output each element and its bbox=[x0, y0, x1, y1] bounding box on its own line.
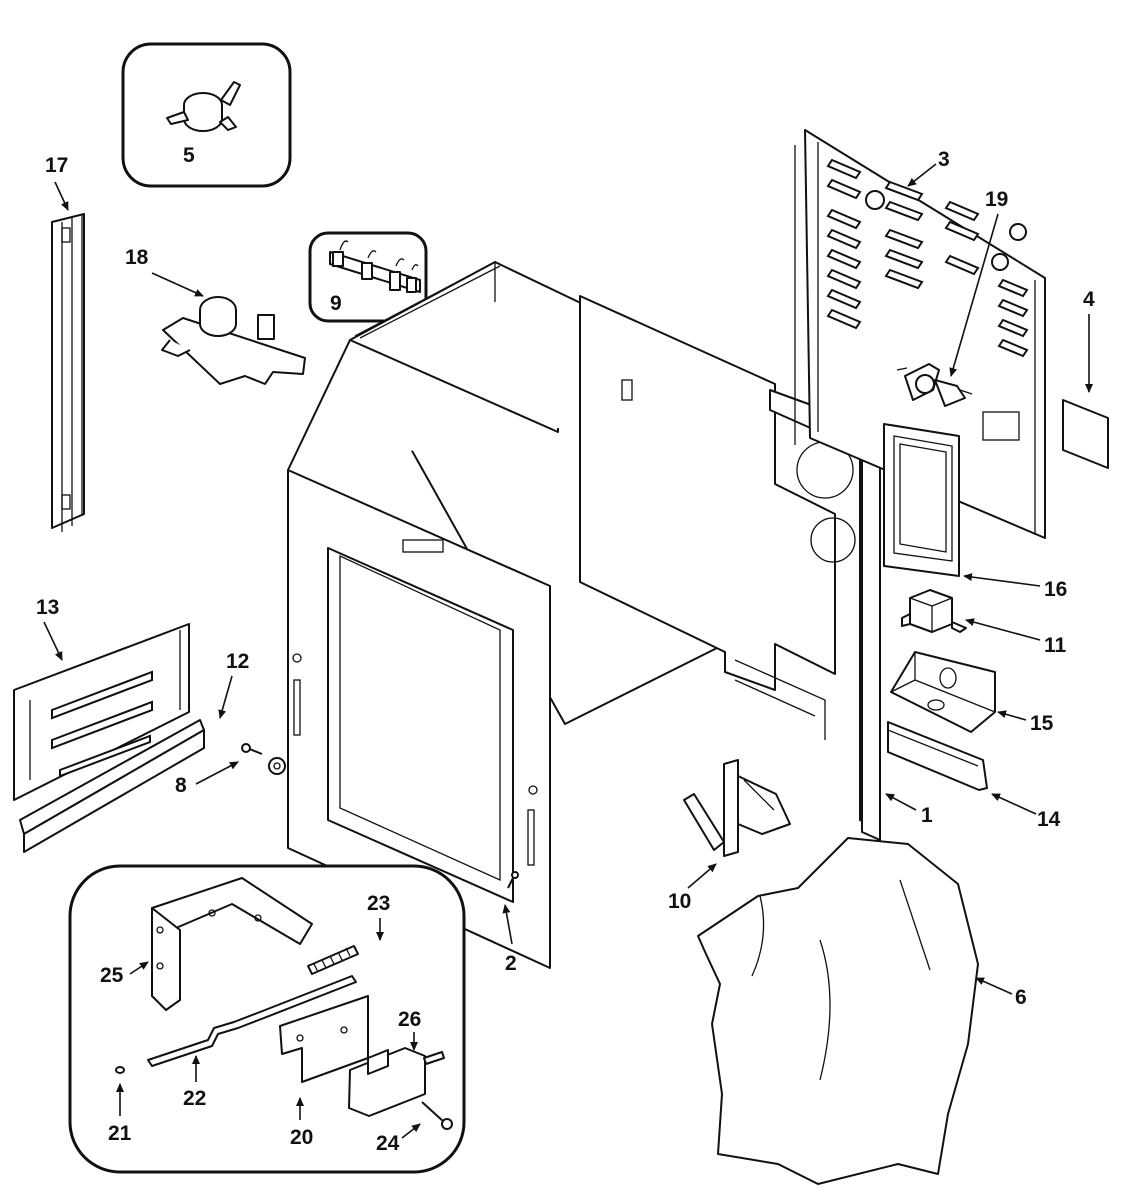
label-2: 2 bbox=[505, 952, 517, 975]
label-4: 4 bbox=[1083, 288, 1095, 311]
mounting-bracket-part[interactable] bbox=[890, 651, 996, 733]
arrow-2 bbox=[502, 904, 513, 945]
label-25: 25 bbox=[100, 964, 124, 987]
label-10: 10 bbox=[668, 890, 691, 913]
label-6: 6 bbox=[1015, 986, 1027, 1009]
screw-part-24[interactable] bbox=[421, 1101, 453, 1130]
arrow-10 bbox=[687, 863, 717, 889]
bracket-part-25[interactable] bbox=[151, 877, 313, 1011]
label-5: 5 bbox=[183, 144, 195, 167]
arrow-24 bbox=[401, 1123, 421, 1139]
rear-panel-part[interactable] bbox=[794, 129, 1046, 539]
label-15: 15 bbox=[1030, 712, 1054, 735]
rod-part-22[interactable] bbox=[147, 975, 357, 1067]
label-8: 8 bbox=[175, 774, 187, 797]
nut-part-7[interactable] bbox=[268, 757, 286, 775]
label-24: 24 bbox=[376, 1132, 400, 1155]
arrow-8 bbox=[195, 761, 239, 785]
vent-slots bbox=[826, 158, 1029, 358]
arrow-1 bbox=[885, 793, 917, 811]
label-18: 18 bbox=[125, 246, 149, 269]
oven-cavity-part[interactable] bbox=[287, 261, 726, 969]
label-16: 16 bbox=[1044, 578, 1067, 601]
arrow-3 bbox=[907, 163, 937, 187]
light-housing-part[interactable] bbox=[883, 423, 960, 577]
screw-part-2[interactable] bbox=[507, 871, 519, 889]
arrow-15 bbox=[997, 710, 1027, 721]
label-23: 23 bbox=[367, 892, 390, 915]
screw-part-8[interactable] bbox=[241, 743, 263, 755]
transformer-part[interactable] bbox=[901, 589, 967, 633]
label-20: 20 bbox=[290, 1126, 313, 1149]
label-26: 26 bbox=[398, 1008, 421, 1031]
trim-part[interactable] bbox=[19, 719, 205, 853]
label-3: 3 bbox=[938, 148, 950, 171]
arrow-17 bbox=[54, 181, 69, 211]
latch-part[interactable] bbox=[683, 759, 791, 857]
thermostat-part[interactable] bbox=[166, 81, 241, 132]
arrow-16 bbox=[963, 573, 1041, 587]
bracket-panel-part[interactable] bbox=[13, 623, 190, 801]
rivet-part-21[interactable] bbox=[115, 1066, 125, 1074]
label-12: 12 bbox=[226, 650, 249, 673]
arrow-12 bbox=[218, 675, 233, 719]
fan-motor-part[interactable] bbox=[896, 363, 973, 407]
label-9: 9 bbox=[330, 292, 342, 315]
spring-part-23[interactable] bbox=[307, 945, 359, 975]
arrow-25 bbox=[129, 961, 149, 975]
label-1: 1 bbox=[921, 804, 933, 827]
callout-box-thermostat: 5 bbox=[121, 42, 292, 188]
bracket-part-14[interactable] bbox=[887, 721, 988, 791]
cover-plate-part[interactable] bbox=[1062, 399, 1109, 469]
label-11: 11 bbox=[1044, 634, 1067, 657]
label-19: 19 bbox=[985, 188, 1008, 211]
terminal-block-part[interactable] bbox=[329, 240, 421, 293]
label-13: 13 bbox=[36, 596, 59, 619]
label-14: 14 bbox=[1037, 808, 1061, 831]
plate-part-20[interactable] bbox=[279, 995, 369, 1083]
insulation-part[interactable] bbox=[697, 837, 979, 1185]
callout-box-terminal-block: 9 bbox=[308, 231, 428, 323]
arrow-11 bbox=[965, 618, 1041, 641]
arrow-13 bbox=[43, 621, 63, 661]
arrow-14 bbox=[991, 793, 1037, 815]
callout-box-latch-switch: 25 23 22 21 20 26 bbox=[68, 864, 466, 1174]
label-22: 22 bbox=[183, 1087, 206, 1110]
switch-part-26[interactable] bbox=[348, 1047, 445, 1117]
rail-part[interactable] bbox=[51, 213, 85, 532]
arrow-19 bbox=[949, 213, 999, 377]
arrow-18 bbox=[151, 272, 204, 297]
label-21: 21 bbox=[108, 1122, 132, 1145]
arrow-6 bbox=[975, 977, 1013, 995]
label-17: 17 bbox=[45, 154, 68, 177]
switch-assembly-part[interactable] bbox=[161, 296, 306, 385]
